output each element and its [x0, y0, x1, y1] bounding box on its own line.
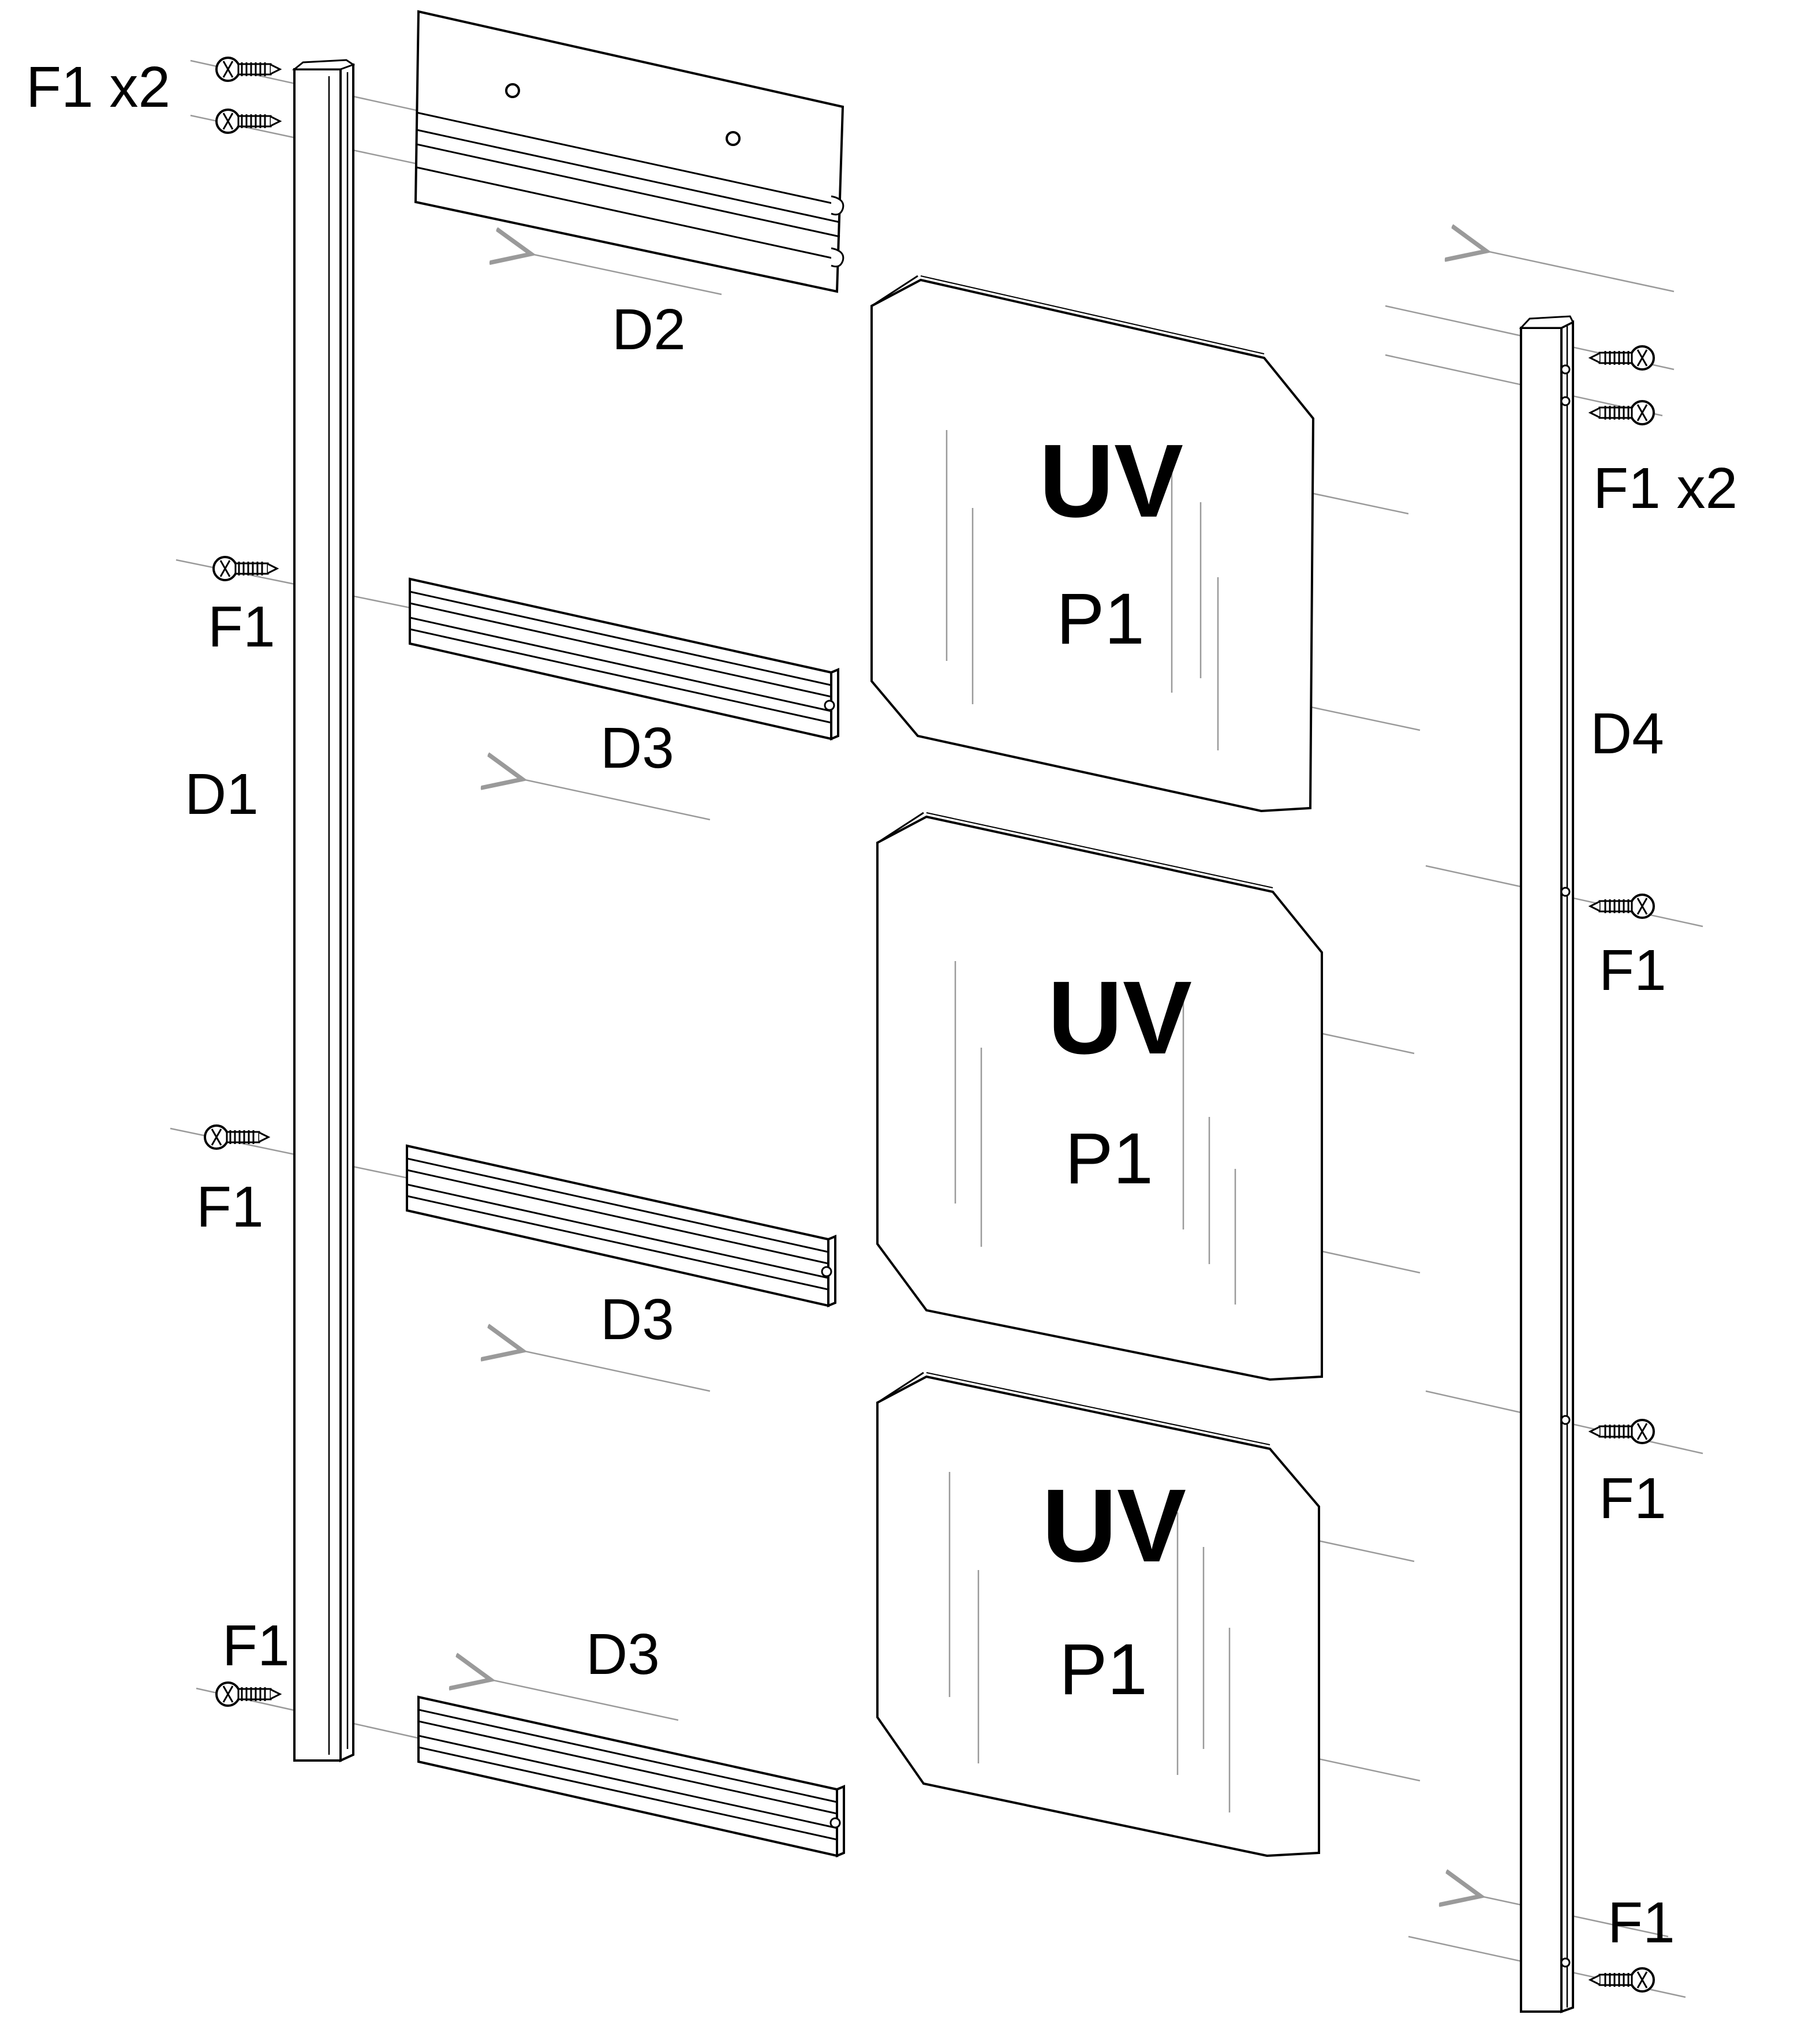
label-f1: F1	[208, 595, 275, 659]
rail-d3-2	[406, 1144, 836, 1307]
arrow-icon	[1486, 251, 1675, 293]
screw-icon	[1589, 894, 1655, 919]
label-uv: UV	[1048, 960, 1192, 1076]
label-f1: F1	[1599, 1466, 1666, 1531]
screw-icon	[1589, 1967, 1655, 1993]
arrow-icon	[522, 779, 711, 821]
screw-icon	[212, 556, 278, 581]
arrow-icon	[522, 1351, 711, 1392]
screw-icon	[1589, 400, 1655, 425]
screw-icon	[215, 109, 281, 134]
label-p1: P1	[1065, 1119, 1153, 1199]
label-d1: D1	[185, 762, 259, 827]
label-f1: F1	[222, 1613, 290, 1678]
panel-p1-3	[876, 1371, 1320, 1857]
screw-icon	[1589, 345, 1655, 371]
screw-icon	[204, 1124, 270, 1150]
label-d3: D3	[586, 1622, 660, 1687]
rail-d2	[414, 10, 844, 293]
label-d3: D3	[600, 716, 674, 780]
screw-icon	[215, 57, 281, 82]
label-p1: P1	[1056, 579, 1145, 659]
label-p1: P1	[1059, 1629, 1148, 1710]
label-f1: F1	[1608, 1890, 1675, 1955]
rail-d3-1	[409, 577, 839, 741]
label-f1: F1	[196, 1175, 264, 1239]
label-f1-x2-right: F1 x2	[1593, 456, 1737, 521]
arrow-icon	[531, 254, 722, 296]
screw-icon	[1589, 1419, 1655, 1444]
panel-p1-1	[870, 275, 1315, 813]
post-d4	[1519, 315, 1575, 2013]
label-d4: D4	[1590, 701, 1664, 766]
arrow-icon	[1481, 1896, 1669, 1938]
screw-icon	[215, 1681, 281, 1707]
labels: F1 x2 F1 x2 F1 F1 F1 F1 F1 F1 D1 D2 D3 D…	[26, 55, 1737, 1955]
label-uv: UV	[1042, 1468, 1186, 1584]
post-d1	[292, 59, 356, 1763]
rail-d3-3	[417, 1695, 845, 1857]
label-f1: F1	[1599, 938, 1666, 1003]
arrow-icon	[491, 1680, 679, 1721]
label-d3: D3	[600, 1287, 674, 1352]
label-f1-x2-left: F1 x2	[26, 55, 170, 119]
label-uv: UV	[1039, 423, 1183, 539]
panel-p1-2	[876, 812, 1323, 1381]
label-d2: D2	[612, 297, 686, 362]
